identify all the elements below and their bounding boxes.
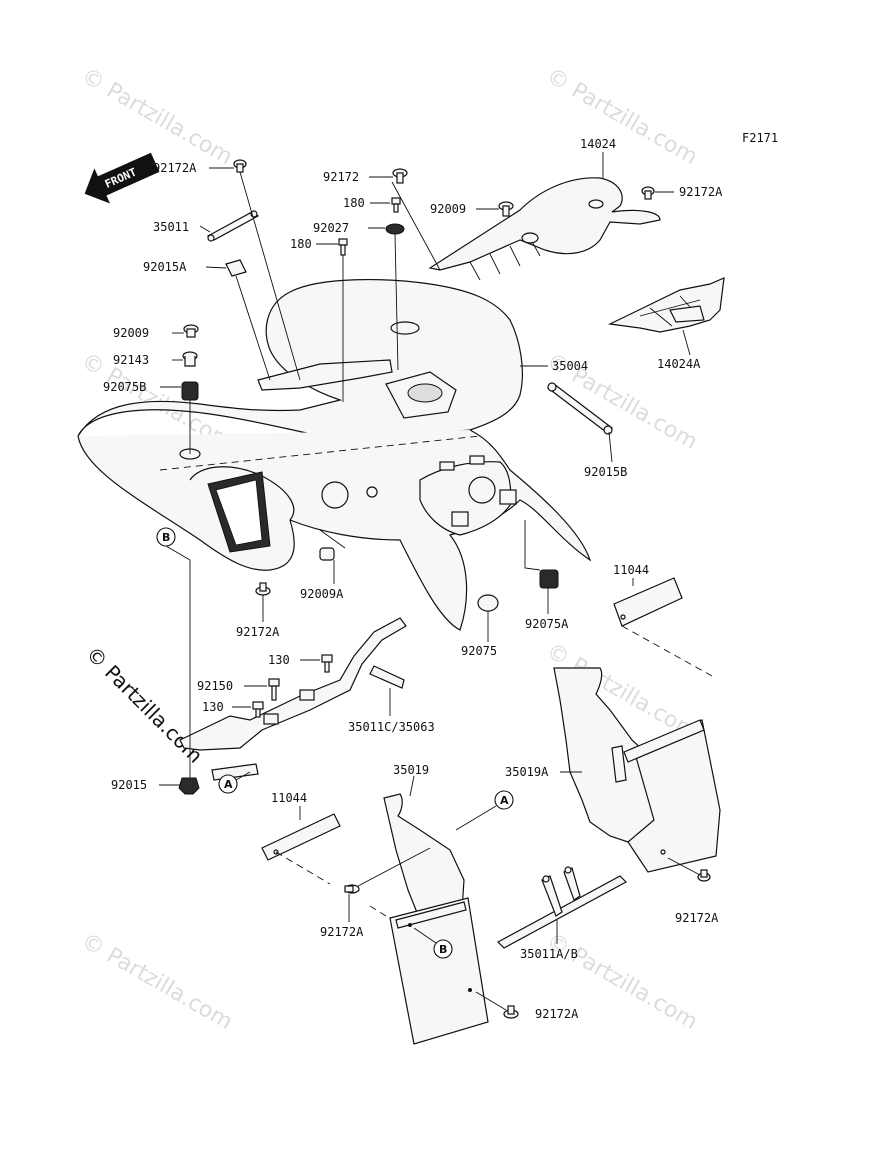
leader-callout-B-bottom xyxy=(413,927,437,944)
label-92009-left: 92009 xyxy=(113,326,149,340)
label-180-mid: 180 xyxy=(290,237,312,251)
label-92172A-flapright: 92172A xyxy=(675,911,719,925)
label-92015: 92015 xyxy=(111,778,147,792)
nut-92015 xyxy=(178,777,200,795)
part-labels: 92172A 35011 92015A 92009 92143 92075B 9… xyxy=(103,137,723,1021)
svg-text:B: B xyxy=(162,531,170,544)
label-92075: 92075 xyxy=(461,644,497,658)
leader-92015A xyxy=(235,275,271,381)
clip-92015A xyxy=(225,259,247,277)
strip-11044-right xyxy=(613,577,683,627)
label-14024A: 14024A xyxy=(657,357,701,371)
leader-callout-A-left xyxy=(235,771,251,781)
rod-92015B xyxy=(546,382,614,435)
leader-92172A-bottom xyxy=(475,991,507,1011)
bolt-92172A-flapright xyxy=(697,869,711,882)
label-11044-right: 11044 xyxy=(613,563,649,577)
bracket-35011 xyxy=(206,171,301,381)
bolt-92172A-top xyxy=(233,159,247,173)
watermark-top-right: © Partzilla.com xyxy=(542,64,702,171)
collar-92143 xyxy=(182,351,198,367)
bolt-92172A-right xyxy=(641,186,655,200)
label-92172A-right: 92172A xyxy=(679,185,723,199)
bolt-130-top xyxy=(321,654,333,673)
leader-callout-A-right xyxy=(455,805,497,831)
label-92075A: 92075A xyxy=(525,617,569,631)
label-92009-top: 92009 xyxy=(430,202,466,216)
svg-text:B: B xyxy=(439,943,447,956)
leader-callout-B-top xyxy=(165,545,191,561)
rear-fender xyxy=(77,279,592,631)
bolt-92150 xyxy=(268,678,280,701)
bolt-92009A xyxy=(319,547,335,561)
leader-11044-right xyxy=(621,625,713,677)
bolt-130-left xyxy=(252,701,264,718)
label-92143: 92143 xyxy=(113,353,149,367)
label-leaders xyxy=(159,152,691,922)
label-92027: 92027 xyxy=(313,221,349,235)
label-180-top: 180 xyxy=(343,196,365,210)
leader-92075A xyxy=(524,520,541,571)
callout-B-bottom: B xyxy=(433,939,453,959)
figure-code: F2171 xyxy=(742,131,778,145)
label-35019: 35019 xyxy=(393,763,429,777)
watermark-top-left: © Partzilla.com xyxy=(77,64,237,171)
front-arrow: FRONT xyxy=(84,152,160,204)
label-92009A: 92009A xyxy=(300,587,344,601)
label-130-top: 130 xyxy=(268,653,290,667)
cover-14024 xyxy=(391,177,661,281)
label-14024: 14024 xyxy=(580,137,616,151)
bolt-92009-left xyxy=(183,324,199,338)
grommet-92075 xyxy=(477,594,499,612)
strip-11044-left xyxy=(261,813,341,861)
cover-14024A xyxy=(607,277,725,333)
callout-B-top: B xyxy=(156,527,176,547)
bolt-180-top xyxy=(391,197,401,213)
label-35011AB: 35011A/B xyxy=(520,947,578,961)
leader-flap-bolt xyxy=(357,847,431,887)
label-92172A-fender: 92172A xyxy=(236,625,280,639)
label-92172: 92172 xyxy=(323,170,359,184)
mudflap-35019 xyxy=(383,793,489,1045)
leader-11044-left xyxy=(275,851,331,885)
leader-92027 xyxy=(394,233,399,371)
leader-11044-left-b xyxy=(369,905,387,917)
bolt-180-mid xyxy=(338,238,348,256)
svg-text:A: A xyxy=(500,794,509,807)
leader-92172A-flapright xyxy=(667,857,701,876)
bolt-92172-top xyxy=(392,168,408,184)
callout-A-right: A xyxy=(494,790,514,810)
label-92172A-top: 92172A xyxy=(153,161,197,175)
label-92172A-bottom: 92172A xyxy=(535,1007,579,1021)
bracket-35011C xyxy=(179,617,407,781)
callout-A-left: A xyxy=(218,774,238,794)
leader-92009A xyxy=(319,529,346,549)
watermark-bottom-left: © Partzilla.com xyxy=(77,929,237,1036)
svg-text:A: A xyxy=(224,778,233,791)
grommet-92075A xyxy=(539,569,559,589)
label-35011: 35011 xyxy=(153,220,189,234)
label-92150: 92150 xyxy=(197,679,233,693)
label-35019A: 35019A xyxy=(505,765,549,779)
bolt-92172A-flapleft xyxy=(344,884,360,894)
label-130-left: 130 xyxy=(202,700,224,714)
bolt-92172A-bottom xyxy=(503,1005,519,1019)
washer-92027 xyxy=(385,223,405,235)
rod-35011AB xyxy=(497,866,627,949)
label-92015B: 92015B xyxy=(584,465,627,479)
bolt-92172A-fender xyxy=(255,582,271,596)
label-92172A-flapleft: 92172A xyxy=(320,925,364,939)
grommet-92075B xyxy=(181,381,199,401)
label-11044-left: 11044 xyxy=(271,791,307,805)
label-35004: 35004 xyxy=(552,359,588,373)
label-35011C-35063: 35011C/35063 xyxy=(348,720,435,734)
mudflap-35019A xyxy=(553,667,721,873)
bolt-92009-top xyxy=(498,201,514,217)
label-92015A: 92015A xyxy=(143,260,187,274)
label-92075B: 92075B xyxy=(103,380,146,394)
